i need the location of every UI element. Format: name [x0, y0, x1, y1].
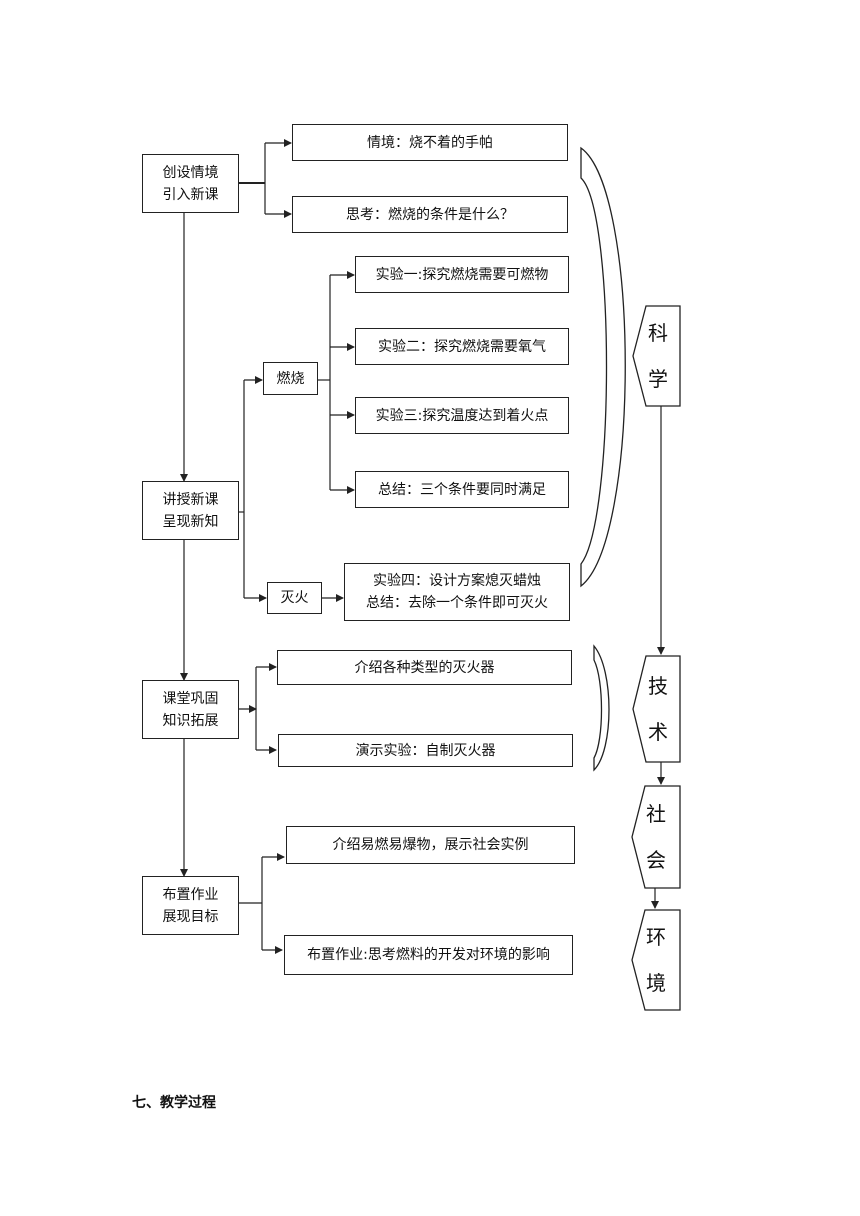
society-tag-shape — [631, 785, 681, 889]
think-box: 思考：燃烧的条件是什么？ — [292, 196, 568, 233]
section-heading: 七、教学过程 — [132, 1095, 216, 1111]
experiment-3-box: 实验三:探究温度达到着火点 — [355, 397, 569, 434]
stage-create-scenario: 创设情境 引入新课 — [142, 154, 239, 213]
explosives-box: 介绍易燃易爆物，展示社会实例 — [286, 826, 575, 864]
extinguishers-box: 介绍各种类型的灭火器 — [277, 650, 572, 685]
extinguish-box: 灭火 — [267, 582, 322, 614]
stage-teach-new-lesson: 讲授新课 呈现新知 — [142, 481, 239, 540]
stage-consolidate: 课堂巩固 知识拓展 — [142, 680, 239, 739]
experiment-4-box: 实验四：设计方案熄灭蜡烛 总结：去除一个条件即可灭火 — [344, 563, 570, 621]
science-tag-shape — [632, 305, 681, 407]
experiment-2-box: 实验二：探究燃烧需要氧气 — [355, 328, 569, 365]
demo-box: 演示实验：自制灭火器 — [278, 734, 573, 767]
summary-1-box: 总结：三个条件要同时满足 — [355, 471, 569, 508]
environment-tag: 环 境 — [646, 925, 666, 995]
technology-tag: 技 术 — [648, 674, 668, 744]
combustion-box: 燃烧 — [263, 362, 318, 395]
experiment-1-box: 实验一:探究燃烧需要可燃物 — [355, 256, 569, 293]
scenario-box: 情境：烧不着的手帕 — [292, 124, 568, 161]
science-tag: 科 学 — [648, 321, 668, 391]
stage-assign-homework: 布置作业 展现目标 — [142, 876, 239, 935]
technology-tag-shape — [632, 655, 681, 763]
society-tag: 社 会 — [646, 802, 666, 872]
environment-tag-shape — [631, 909, 681, 1011]
homework-box: 布置作业:思考燃料的开发对环境的影响 — [284, 935, 573, 975]
